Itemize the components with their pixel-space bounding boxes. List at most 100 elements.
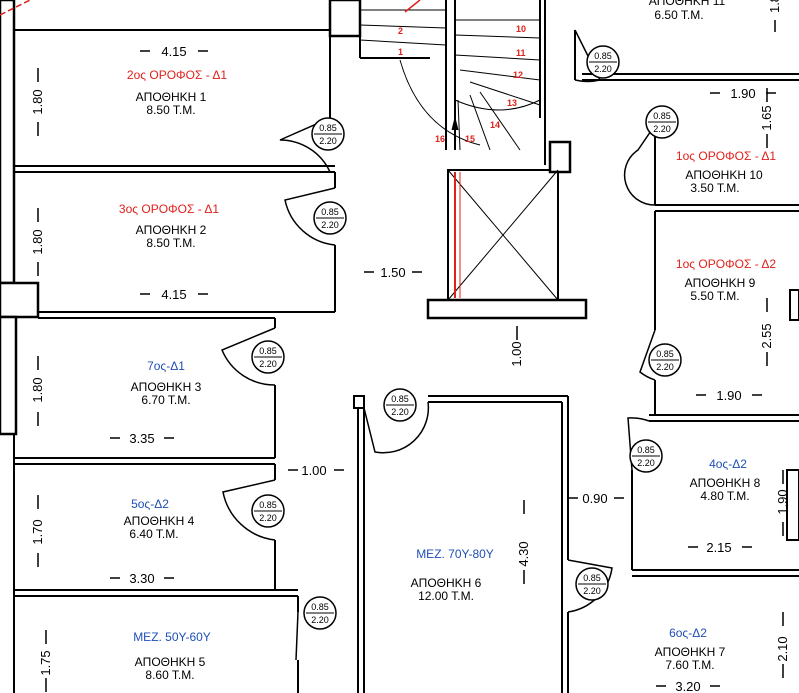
dimension-label: 1.90: [730, 86, 755, 101]
door-width: 0.85: [391, 394, 409, 404]
room-name: ΑΠΟΘΗΚΗ 7: [655, 645, 726, 659]
door-height: 2.20: [259, 513, 277, 523]
room-area: 4.80 Τ.Μ.: [700, 489, 749, 503]
door-badge: 0.852.20: [313, 201, 347, 235]
door-height: 2.20: [319, 136, 337, 146]
room-tag: 1ος ΟΡΟΦΟΣ - Δ2: [676, 257, 776, 271]
room-tag: ΜΕΖ. 50Υ-60Υ: [133, 630, 211, 644]
door-width: 0.85: [594, 51, 612, 61]
dimension-label: 1.65: [759, 105, 774, 130]
door-badge: 0.85 2.20: [251, 494, 285, 528]
door-badge: 0.85 2.20: [383, 388, 417, 422]
dimension-label: 1.00: [509, 341, 524, 366]
room-tag: 6ος-Δ2: [669, 626, 707, 640]
dimension-label: 2.55: [759, 323, 774, 348]
dimension-label: 3.35: [129, 431, 154, 446]
dimension-label: 4.30: [516, 541, 531, 566]
room-area: 8.50 Τ.Μ.: [146, 103, 195, 117]
dimension-label: 3.20: [675, 679, 700, 693]
stair-step-number: 2: [398, 26, 403, 36]
room-name: ΑΠΟΘΗΚΗ 11: [649, 0, 726, 8]
room-tag: ΜΕΖ. 70Υ-80Υ: [416, 547, 494, 561]
stair-step-number: 15: [465, 134, 475, 144]
door-width: 0.85: [656, 349, 674, 359]
room-area: 6.70 Τ.Μ.: [141, 393, 190, 407]
room-tag: 1ος ΟΡΟΦΟΣ - Δ1: [676, 149, 776, 163]
top-pier: [328, 0, 362, 38]
dimension-label: 1.90: [775, 489, 790, 514]
stair-step-number: 14: [490, 120, 500, 130]
dimension-label: 4.15: [161, 44, 186, 59]
room-name: ΑΠΟΘΗΚΗ 6: [411, 576, 482, 590]
left-outer-wall: [0, 0, 16, 285]
door-width: 0.85: [259, 500, 277, 510]
door-width: 0.85: [259, 346, 277, 356]
stair-step-numbers: 2 1 10 11 12 13 14 15 16: [398, 24, 526, 144]
door-height: 2.20: [321, 220, 339, 230]
room-name: ΑΠΟΘΗΚΗ 5: [135, 655, 206, 669]
door-badge: 0.85 2.20: [311, 117, 345, 151]
door-width: 0.85: [653, 111, 671, 121]
room-name: ΑΠΟΘΗΚΗ 4: [124, 514, 195, 528]
room-name: ΑΠΟΘΗΚΗ 1: [136, 90, 207, 104]
dimension-label: 1.80: [30, 229, 45, 254]
room-tag: 7ος-Δ1: [147, 359, 185, 373]
door-height: 2.20: [311, 615, 329, 625]
dimension-dashes: [110, 50, 776, 687]
dimension-label: 2.10: [775, 636, 790, 661]
door-badge: 0.85 2.20: [303, 596, 337, 630]
door-badge: 0.85 2.20: [645, 105, 679, 139]
room-tag: 4ος-Δ2: [709, 457, 747, 471]
left-pier: [0, 281, 40, 319]
room-name: ΑΠΟΘΗΚΗ 9: [685, 276, 756, 290]
door-badge: 0.85 2.20: [629, 439, 663, 473]
left-lower-wall: [0, 315, 18, 436]
door-height: 2.20: [594, 64, 612, 74]
room-name: ΑΠΟΘΗΚΗ 2: [136, 223, 207, 237]
dimension-label: 1.80: [30, 377, 45, 402]
room-tag: 2ος ΟΡΟΦΟΣ - Δ1: [127, 68, 227, 82]
room-name: ΑΠΟΘΗΚΗ 8: [690, 476, 761, 490]
dimension-label: 1.90: [716, 388, 741, 403]
room-area: 5.50 Τ.Μ.: [690, 289, 739, 303]
stair-step-number: 12: [513, 70, 523, 80]
door-badge: 0.85 2.20: [575, 567, 609, 601]
door-height: 2.20: [656, 362, 674, 372]
stair-step-number: 1: [398, 47, 403, 57]
room-area: 3.50 Τ.Μ.: [690, 181, 739, 195]
door-height: 2.20: [583, 586, 601, 596]
room-area: 6.40 Τ.Μ.: [129, 527, 178, 541]
dimension-label: 2.15: [706, 540, 731, 555]
door-badge: 0.85 2.20: [586, 45, 620, 79]
room-name: ΑΠΟΘΗΚΗ 3: [131, 380, 202, 394]
room-labels: 2ος ΟΡΟΦΟΣ - Δ1 ΑΠΟΘΗΚΗ 1 8.50 Τ.Μ. 3ος …: [119, 0, 776, 682]
stair-step-number: 13: [507, 98, 517, 108]
door-width: 0.85: [637, 445, 655, 455]
door-width: 0.85: [583, 573, 601, 583]
dimension-label: 1.00: [301, 463, 326, 478]
room-name: ΑΠΟΘΗΚΗ 10: [685, 168, 763, 182]
dimension-ticks: [37, 20, 784, 692]
dimension-label: 3.30: [129, 571, 154, 586]
door-badges: 0.85 2.20 0.85 2.20 0.85 2.20 0.85 2.20 0.85 2.20…: [251, 45, 682, 630]
door-height: 2.20: [259, 359, 277, 369]
room-area: 12.00 Τ.Μ.: [418, 589, 474, 603]
dimension-label: 1.70: [30, 519, 45, 544]
room-area: 8.60 Τ.Μ.: [145, 668, 194, 682]
stair-step-number: 11: [516, 48, 526, 58]
dimension-label: 1.8: [767, 0, 782, 13]
room-area: 6.50 Τ.Μ.: [654, 8, 703, 22]
door-width: 0.85: [319, 123, 337, 133]
room-tag: 5ος-Δ2: [131, 497, 169, 511]
staircase: [0, 0, 541, 298]
door-width: 0.85: [311, 602, 329, 612]
door-height: 2.20: [637, 458, 655, 468]
dimension-labels: 4.15 1.80 1.80 4.15 1.50 1.80 3.35 1.00 …: [30, 0, 790, 693]
room-area: 8.50 Τ.Μ.: [146, 236, 195, 250]
door-height: 2.20: [653, 124, 671, 134]
door-badge: 0.85 2.20: [251, 340, 285, 374]
dimension-label: 1.80: [30, 89, 45, 114]
door-height: 2.20: [391, 407, 409, 417]
